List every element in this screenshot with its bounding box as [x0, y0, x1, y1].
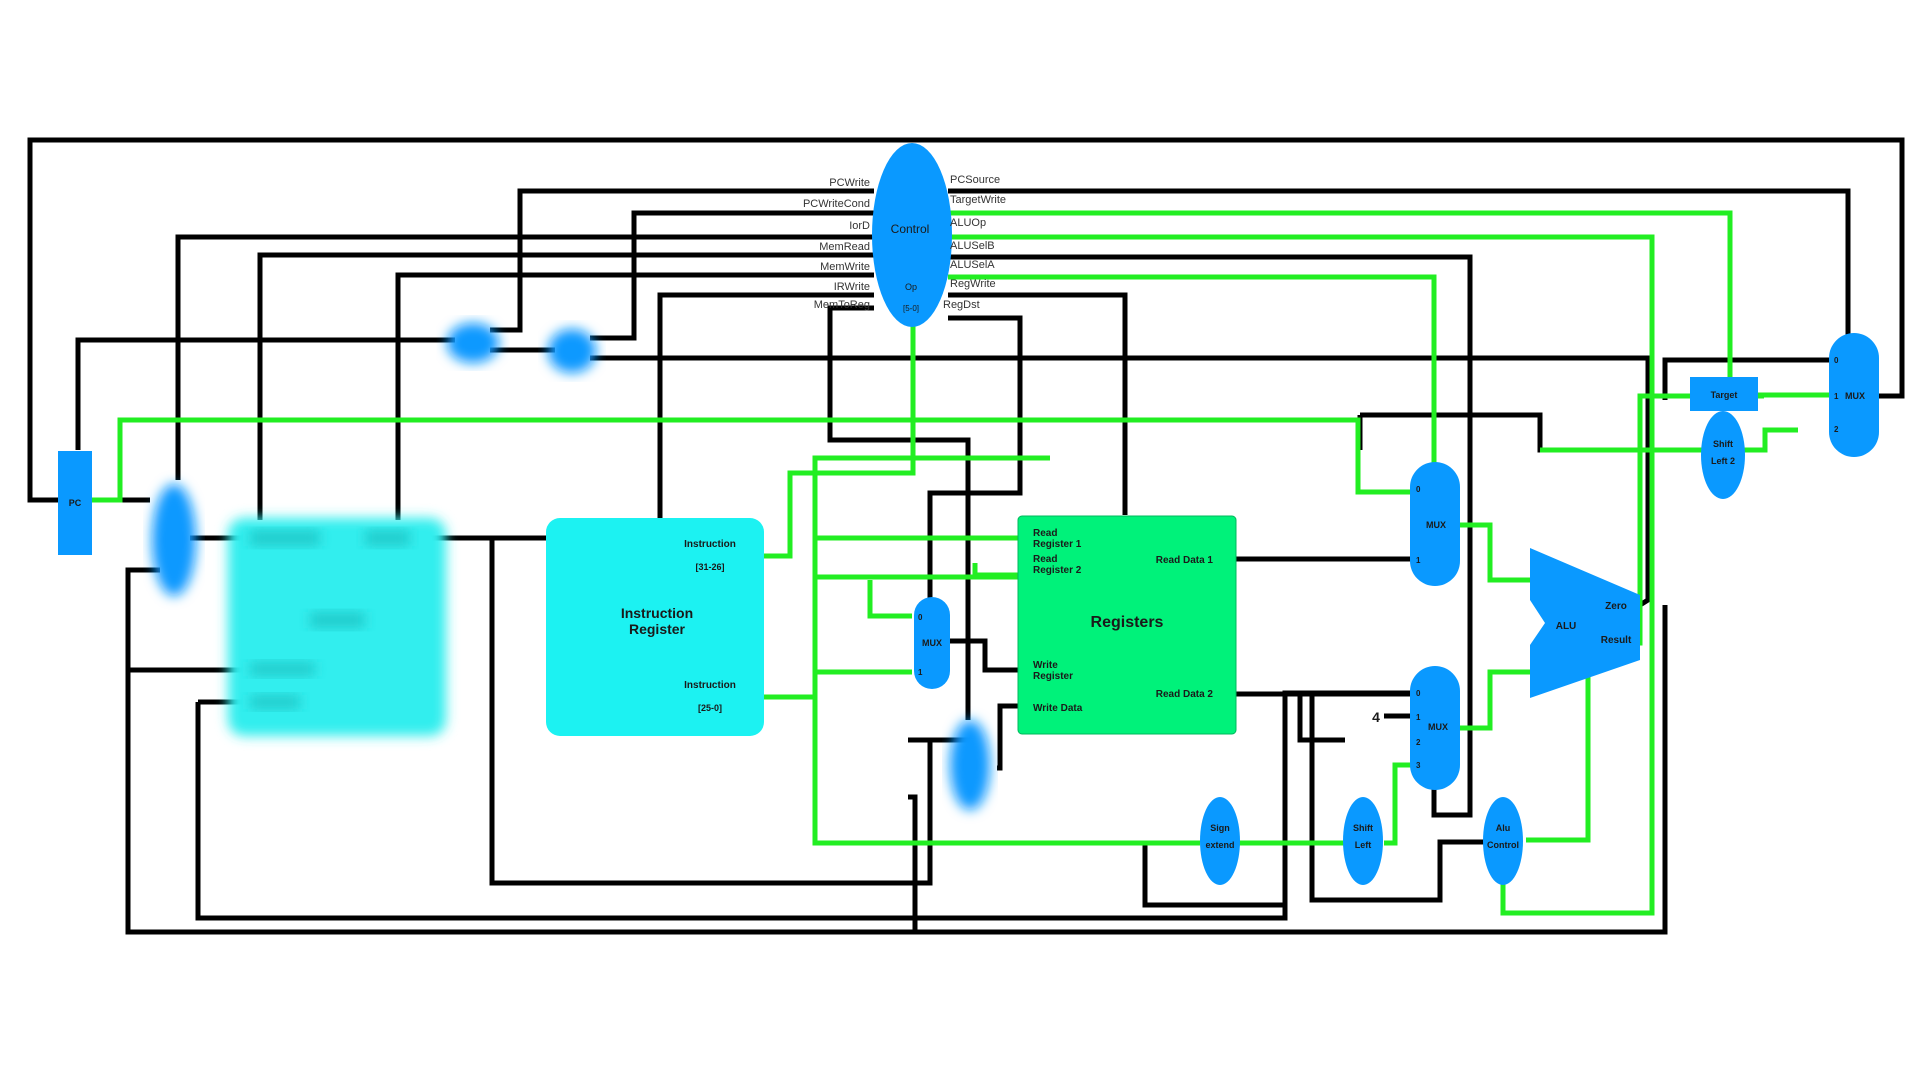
control-signal-pcsource: PCSource	[950, 174, 1000, 186]
control-signal-irwrite: IRWrite	[834, 281, 870, 293]
write-data-mux	[950, 720, 990, 810]
alu-b-mux-label: MUX	[1428, 722, 1448, 732]
control-signal-aluop: ALUOp	[950, 217, 986, 229]
alu-control-unit	[1483, 797, 1523, 885]
alu-zero: Zero	[1605, 601, 1627, 612]
target-register	[1690, 377, 1758, 411]
shift-left-2-unit	[1701, 411, 1745, 499]
target-label: Target	[1711, 390, 1738, 400]
registers-block	[1017, 515, 1237, 735]
pc-mux-in1: 1	[1834, 392, 1839, 401]
control-signal-pcwrite: PCWrite	[829, 177, 870, 189]
control-signal-aluselb: ALUSelB	[950, 240, 995, 252]
alu-shape	[1530, 548, 1640, 698]
regdst-mux-in0: 0	[918, 613, 923, 622]
pc-register	[58, 451, 92, 555]
instruction-register-block	[546, 518, 764, 736]
regdst-mux	[914, 597, 950, 689]
control-signal-regdst: RegDst	[943, 299, 980, 311]
control-title: Control	[891, 222, 930, 236]
control-signal-memtoreg: MemToReg	[814, 299, 870, 311]
ir-out-high: Instruction	[684, 539, 736, 550]
alu-label: ALU	[1556, 621, 1577, 632]
ir-out-low: Instruction	[684, 680, 736, 691]
alu-b-mux-in3: 3	[1416, 761, 1421, 770]
pc-write-and-gate	[548, 329, 596, 373]
or-gates	[152, 323, 990, 810]
control-signal-pcwritecond: PCWriteCond	[803, 198, 870, 210]
regdst-mux-label: MUX	[922, 638, 942, 648]
alu-result: Result	[1601, 635, 1632, 646]
alu-a-mux-in0: 0	[1416, 485, 1421, 494]
pc-mux-in2: 2	[1834, 425, 1839, 434]
memory-block	[228, 518, 446, 736]
control-signal-iord: IorD	[849, 220, 870, 232]
alu-b-mux-in1: 1	[1416, 713, 1421, 722]
control-signal-regwrite: RegWrite	[950, 278, 996, 290]
shift-left-line1: Shift	[1353, 823, 1373, 833]
constant-four: 4	[1372, 709, 1380, 725]
read-register-1-line1: Read	[1033, 528, 1057, 539]
pc-mux-label: MUX	[1845, 391, 1865, 401]
ir-title-line2: Register	[629, 621, 686, 637]
data-wires	[27, 137, 1905, 935]
ir-title-line1: Instruction	[621, 605, 693, 621]
pc-source-mux	[1829, 333, 1879, 457]
alu-b-mux-in2: 2	[1416, 738, 1421, 747]
read-data-2-label: Read Data 2	[1156, 689, 1214, 700]
shift-left-2-line2: Left 2	[1711, 456, 1735, 466]
sign-extend-unit	[1200, 797, 1240, 885]
shift-left-line2: Left	[1355, 840, 1372, 850]
control-signal-memwrite: MemWrite	[820, 261, 870, 273]
control-op-bits: [5-0]	[903, 304, 919, 313]
alu-b-mux-in0: 0	[1416, 689, 1421, 698]
sign-extend-line2: extend	[1205, 840, 1234, 850]
pc-write-or-gate	[447, 323, 499, 363]
alu-control-line1: Alu	[1496, 823, 1511, 833]
pc-label: PC	[69, 498, 82, 508]
write-data-label: Write Data	[1033, 703, 1083, 714]
control-op-label: Op	[905, 282, 917, 292]
sign-extend-line1: Sign	[1210, 823, 1230, 833]
alu-b-mux	[1410, 666, 1460, 790]
alu-a-mux-in1: 1	[1416, 556, 1421, 565]
read-register-1-line2: Register 1	[1033, 539, 1082, 550]
registers-title: Registers	[1091, 614, 1164, 631]
write-register-line2: Register	[1033, 671, 1073, 682]
address-mux	[152, 484, 196, 596]
alu-a-mux	[1410, 462, 1460, 586]
control-signal-memread: MemRead	[819, 241, 870, 253]
alu-a-mux-label: MUX	[1426, 520, 1446, 530]
shift-left-unit	[1343, 797, 1383, 885]
write-register-line1: Write	[1033, 660, 1058, 671]
alu-control-line2: Control	[1487, 840, 1519, 850]
shift-left-2-line1: Shift	[1713, 439, 1733, 449]
read-register-2-line2: Register 2	[1033, 565, 1082, 576]
control-signal-alusela: ALUSelA	[950, 259, 995, 271]
control-signal-targetwrite: TargetWrite	[950, 194, 1006, 206]
ir-out-low-bits: [25-0]	[698, 703, 722, 713]
read-register-2-line1: Read	[1033, 554, 1057, 565]
read-data-1-label: Read Data 1	[1156, 555, 1214, 566]
control-unit	[872, 143, 952, 327]
pc-mux-in0: 0	[1834, 356, 1839, 365]
regdst-mux-in1: 1	[918, 668, 923, 677]
ir-out-high-bits: [31-26]	[695, 562, 724, 572]
